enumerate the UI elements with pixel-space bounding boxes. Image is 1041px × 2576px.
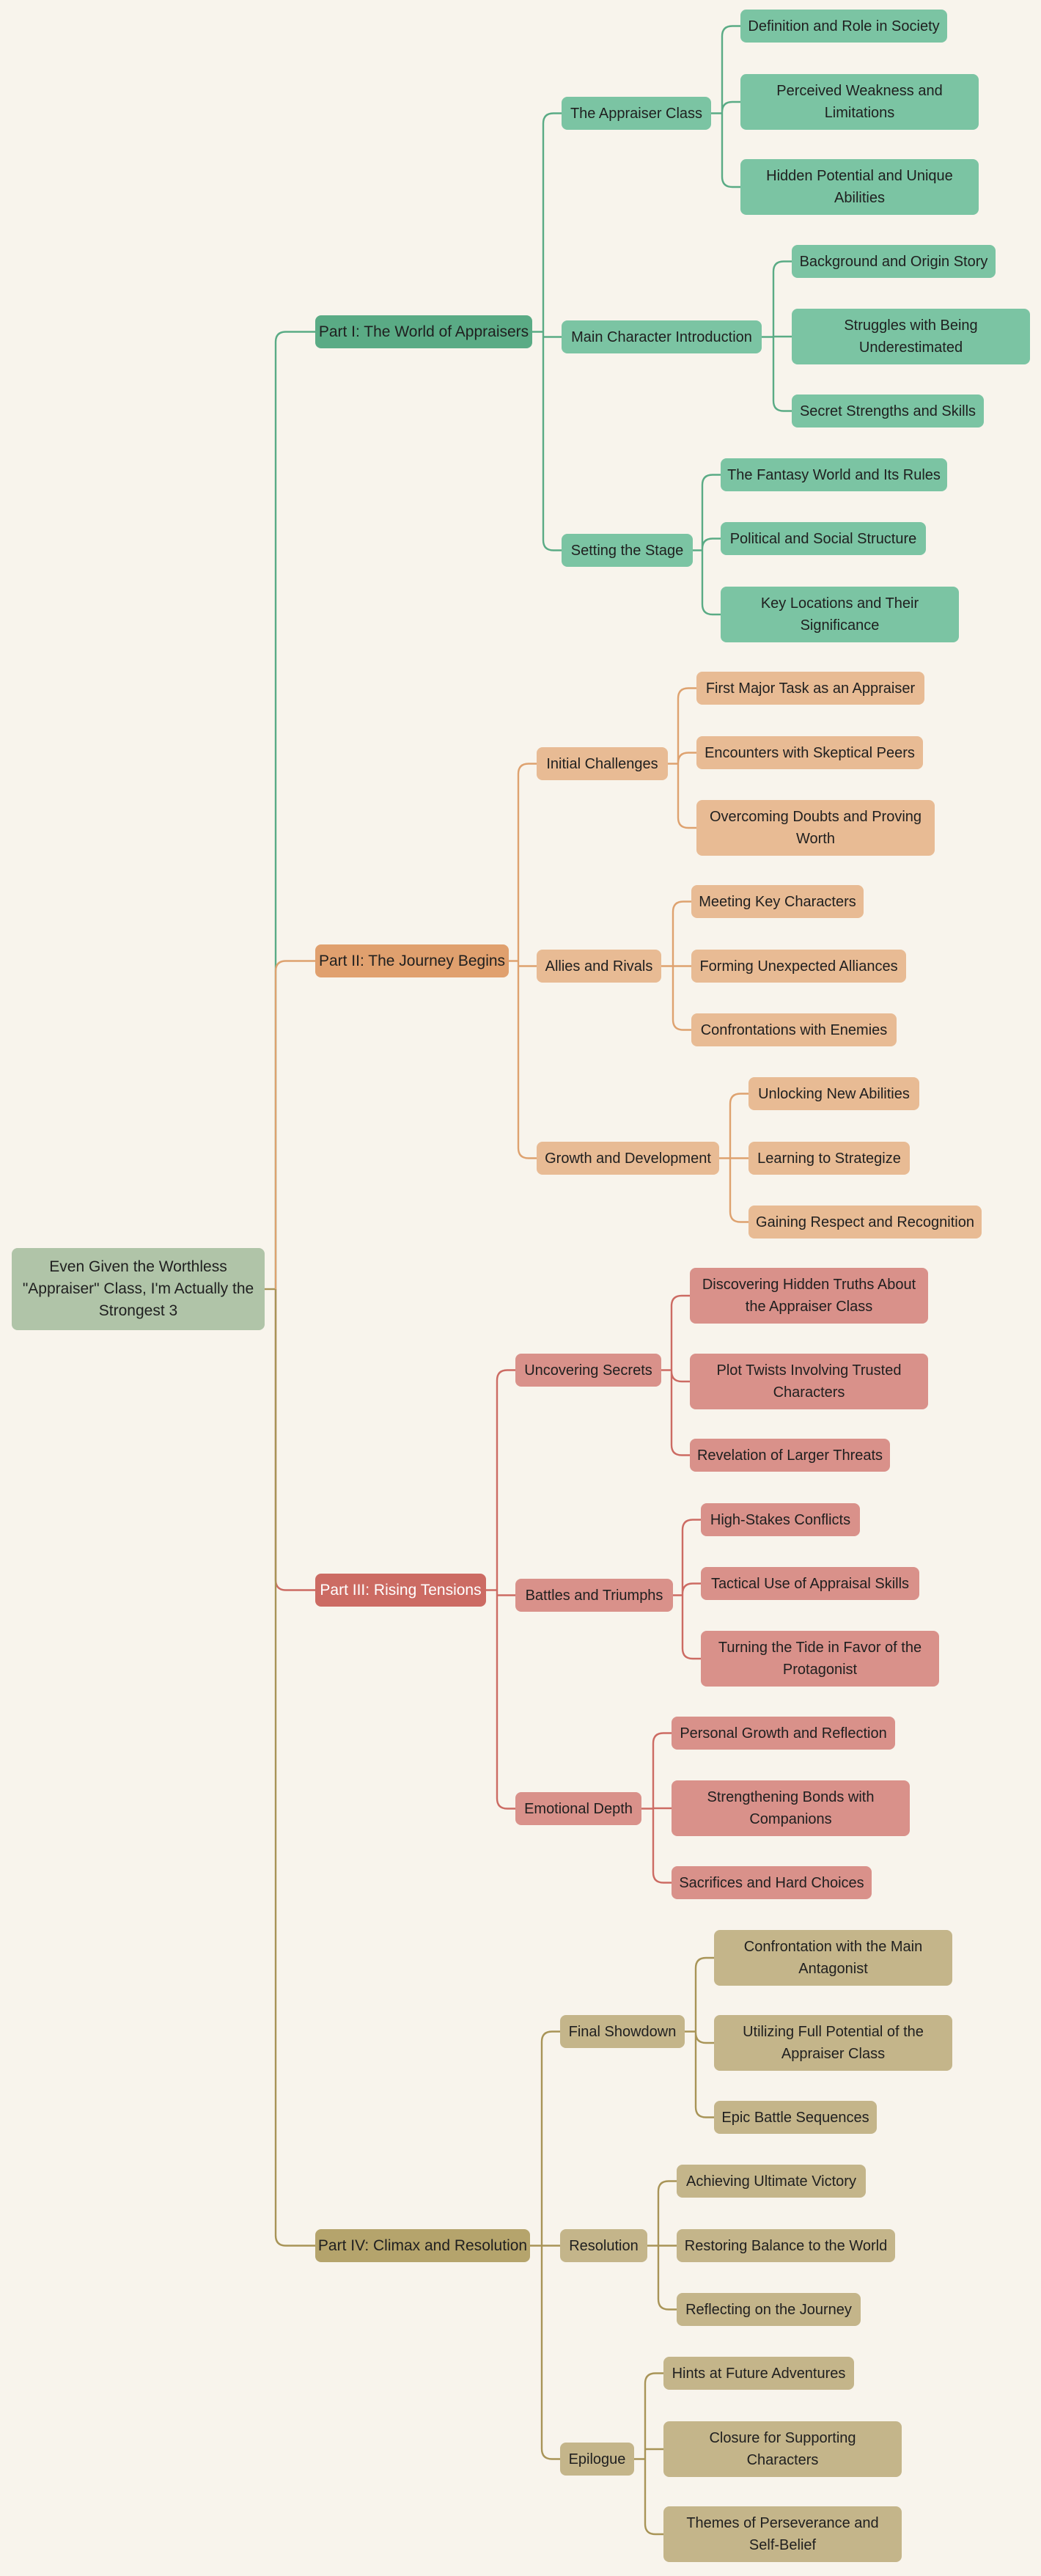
connector-part-iii-rising-tensions <box>485 1369 517 1810</box>
connector-setting-the-stage <box>691 474 722 616</box>
section-node-setting-the-stage[interactable]: Setting the Stage <box>562 534 693 567</box>
leaf-node-plot-twists-involving-trusted-characters[interactable]: Plot Twists Involving Trusted Characters <box>690 1354 928 1409</box>
leaf-node-discovering-hidden-truths-about-the-appraiser-class[interactable]: Discovering Hidden Truths About the Appr… <box>690 1268 928 1324</box>
connector-growth-and-development <box>718 1093 750 1223</box>
connector-part-i-the-world-of-appraisers <box>531 112 563 551</box>
connector-the-appraiser-class <box>710 25 742 188</box>
connector-emotional-depth-path <box>640 1732 673 1884</box>
section-node-growth-and-development[interactable]: Growth and Development <box>537 1142 719 1175</box>
leaf-node-unlocking-new-abilities[interactable]: Unlocking New Abilities <box>748 1077 919 1110</box>
connector-setting-the-stage-path <box>691 474 722 616</box>
leaf-node-background-and-origin-story[interactable]: Background and Origin Story <box>792 245 996 278</box>
connector-growth-and-development-path <box>718 1093 750 1223</box>
connector-main-character-introduction-path <box>760 260 793 412</box>
connector-final-showdown-path <box>683 1956 716 2118</box>
section-node-resolution[interactable]: Resolution <box>560 2229 647 2262</box>
connector-resolution <box>646 2180 678 2311</box>
section-node-allies-and-rivals[interactable]: Allies and Rivals <box>537 950 661 983</box>
connector-part-iv-climax-and-resolution-path <box>529 2030 562 2460</box>
connector-uncovering-secrets-path <box>660 1294 691 1456</box>
leaf-node-the-fantasy-world-and-its-rules[interactable]: The Fantasy World and Its Rules <box>721 458 947 491</box>
section-node-main-character-introduction[interactable]: Main Character Introduction <box>562 320 762 353</box>
leaf-node-sacrifices-and-hard-choices[interactable]: Sacrifices and Hard Choices <box>672 1866 872 1899</box>
section-node-emotional-depth[interactable]: Emotional Depth <box>515 1792 641 1825</box>
section-node-final-showdown[interactable]: Final Showdown <box>560 2015 685 2048</box>
leaf-node-first-major-task-as-an-appraiser[interactable]: First Major Task as an Appraiser <box>696 672 924 705</box>
connector-part-ii-the-journey-begins-path <box>507 763 538 1159</box>
leaf-node-forming-unexpected-alliances[interactable]: Forming Unexpected Alliances <box>691 950 906 983</box>
part-node-part-i-the-world-of-appraisers[interactable]: Part I: The World of Appraisers <box>315 315 532 348</box>
leaf-node-personal-growth-and-reflection[interactable]: Personal Growth and Reflection <box>672 1717 895 1750</box>
connector-root-to-part-4 <box>274 1289 315 2247</box>
section-node-epilogue[interactable]: Epilogue <box>560 2443 634 2476</box>
leaf-node-revelation-of-larger-threats[interactable]: Revelation of Larger Threats <box>690 1439 890 1472</box>
connector-root-to-part-1 <box>274 331 315 1289</box>
section-node-uncovering-secrets[interactable]: Uncovering Secrets <box>515 1354 661 1387</box>
leaf-node-political-and-social-structure[interactable]: Political and Social Structure <box>721 522 926 555</box>
leaf-node-secret-strengths-and-skills[interactable]: Secret Strengths and Skills <box>792 395 984 428</box>
part-node-part-iv-climax-and-resolution[interactable]: Part IV: Climax and Resolution <box>315 2229 530 2262</box>
leaf-node-tactical-use-of-appraisal-skills[interactable]: Tactical Use of Appraisal Skills <box>701 1567 919 1600</box>
connector-root-to-part-3 <box>274 1289 315 1591</box>
connector-main-character-introduction <box>760 260 793 412</box>
leaf-node-restoring-balance-to-the-world[interactable]: Restoring Balance to the World <box>677 2229 895 2262</box>
section-node-battles-and-triumphs[interactable]: Battles and Triumphs <box>515 1579 673 1612</box>
leaf-node-perceived-weakness-and-limitations[interactable]: Perceived Weakness and Limitations <box>740 74 979 130</box>
leaf-node-high-stakes-conflicts[interactable]: High-Stakes Conflicts <box>701 1503 860 1536</box>
leaf-node-themes-of-perseverance-and-self-belief[interactable]: Themes of Perseverance and Self-Belief <box>663 2506 902 2562</box>
leaf-node-strengthening-bonds-with-companions[interactable]: Strengthening Bonds with Companions <box>672 1780 910 1836</box>
connector-battles-and-triumphs <box>672 1519 702 1660</box>
connector-uncovering-secrets <box>660 1294 691 1456</box>
leaf-node-utilizing-full-potential-of-the-appraiser-class[interactable]: Utilizing Full Potential of the Appraise… <box>714 2015 952 2071</box>
connector-battles-and-triumphs-path <box>672 1519 702 1660</box>
connector-final-showdown <box>683 1956 716 2118</box>
connector-the-appraiser-class-path <box>710 25 742 188</box>
connector-root-to-part-2 <box>274 960 315 1289</box>
leaf-node-overcoming-doubts-and-proving-worth[interactable]: Overcoming Doubts and Proving Worth <box>696 800 935 856</box>
leaf-node-achieving-ultimate-victory[interactable]: Achieving Ultimate Victory <box>677 2165 866 2198</box>
connector-initial-challenges <box>666 687 698 829</box>
connector-part-ii-the-journey-begins <box>507 763 538 1159</box>
leaf-node-encounters-with-skeptical-peers[interactable]: Encounters with Skeptical Peers <box>696 736 923 769</box>
connector-part-iv-climax-and-resolution <box>529 2030 562 2460</box>
leaf-node-key-locations-and-their-significance[interactable]: Key Locations and Their Significance <box>721 587 959 642</box>
leaf-node-struggles-with-being-underestimated[interactable]: Struggles with Being Underestimated <box>792 309 1030 364</box>
leaf-node-definition-and-role-in-society[interactable]: Definition and Role in Society <box>740 10 947 43</box>
leaf-node-reflecting-on-the-journey[interactable]: Reflecting on the Journey <box>677 2293 861 2326</box>
leaf-node-meeting-key-characters[interactable]: Meeting Key Characters <box>691 885 864 918</box>
leaf-node-hints-at-future-adventures[interactable]: Hints at Future Adventures <box>663 2357 854 2390</box>
section-node-the-appraiser-class[interactable]: The Appraiser Class <box>562 97 711 130</box>
part-node-part-ii-the-journey-begins[interactable]: Part II: The Journey Begins <box>315 944 509 977</box>
connector-epilogue-path <box>633 2372 665 2536</box>
connector-resolution-path <box>646 2180 678 2311</box>
part-node-part-iii-rising-tensions[interactable]: Part III: Rising Tensions <box>315 1574 486 1607</box>
connector-initial-challenges-path <box>666 687 698 829</box>
section-node-initial-challenges[interactable]: Initial Challenges <box>537 747 668 780</box>
leaf-node-gaining-respect-and-recognition[interactable]: Gaining Respect and Recognition <box>748 1206 982 1239</box>
connector-part-iii-rising-tensions-path <box>485 1369 517 1810</box>
root-node[interactable]: Even Given the Worthless "Appraiser" Cla… <box>12 1248 265 1330</box>
connector-allies-and-rivals <box>660 900 693 1031</box>
leaf-node-confrontation-with-the-main-antagonist[interactable]: Confrontation with the Main Antagonist <box>714 1930 952 1986</box>
leaf-node-hidden-potential-and-unique-abilities[interactable]: Hidden Potential and Unique Abilities <box>740 159 979 215</box>
connector-emotional-depth <box>640 1732 673 1884</box>
leaf-node-confrontations-with-enemies[interactable]: Confrontations with Enemies <box>691 1013 897 1046</box>
connector-allies-and-rivals-path <box>660 900 693 1031</box>
connector-part-i-the-world-of-appraisers-path <box>531 112 563 551</box>
connector-epilogue <box>633 2372 665 2536</box>
leaf-node-turning-the-tide-in-favor-of-the-protagonist[interactable]: Turning the Tide in Favor of the Protago… <box>701 1631 939 1687</box>
leaf-node-epic-battle-sequences[interactable]: Epic Battle Sequences <box>714 2101 877 2134</box>
leaf-node-learning-to-strategize[interactable]: Learning to Strategize <box>748 1142 910 1175</box>
leaf-node-closure-for-supporting-characters[interactable]: Closure for Supporting Characters <box>663 2421 902 2477</box>
